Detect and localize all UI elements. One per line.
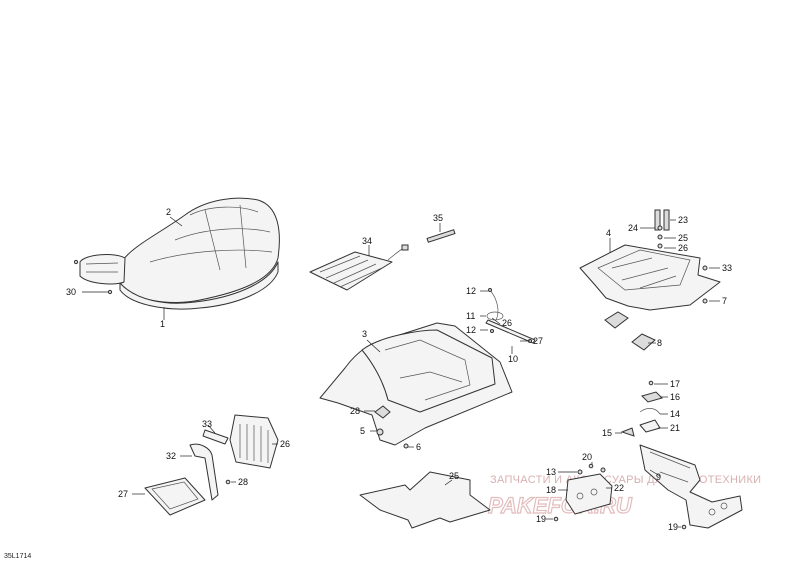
callout-21: 22 bbox=[614, 483, 624, 493]
callout-32: 28 bbox=[350, 406, 360, 416]
callout-15: 15 bbox=[602, 428, 612, 438]
callout-12-lower: 12 bbox=[466, 325, 476, 335]
callout-34: 33 bbox=[722, 263, 732, 273]
storage-tub bbox=[319, 322, 513, 449]
callout-23-upper: 26 bbox=[502, 318, 512, 328]
callout-29: 26 bbox=[280, 439, 290, 449]
callout-35: 32 bbox=[166, 451, 176, 461]
callout-25: 24 bbox=[628, 223, 638, 233]
callout-1: 1 bbox=[160, 319, 165, 329]
storage-accessories bbox=[132, 414, 279, 516]
callout-14: 14 bbox=[670, 409, 680, 419]
callout-18: 18 bbox=[546, 485, 556, 495]
callout-20: 20 bbox=[582, 452, 592, 462]
latch-rod-assembly bbox=[480, 288, 536, 354]
callout-8: 8 bbox=[657, 338, 662, 348]
seat-assembly bbox=[73, 197, 280, 320]
callout-19-left: 19 bbox=[536, 514, 546, 524]
callout-37: 34 bbox=[362, 236, 372, 246]
callout-17: 17 bbox=[670, 379, 680, 389]
callout-31: 28 bbox=[238, 477, 248, 487]
callout-7: 7 bbox=[722, 296, 727, 306]
callout-5: 5 bbox=[360, 426, 365, 436]
watermark-text: ЗАПЧАСТИ И АКСЕССУАРЫ ДЛЯ МОТОТЕХНИКИ bbox=[490, 474, 761, 486]
callout-13: 13 bbox=[546, 467, 556, 477]
diagram-reference-code: 35L1714 bbox=[4, 553, 32, 560]
floor-mat bbox=[359, 471, 491, 529]
callout-36: 33 bbox=[202, 419, 212, 429]
callout-16: 16 bbox=[670, 392, 680, 402]
callout-28: 25 bbox=[449, 471, 459, 481]
callout-11: 11 bbox=[466, 311, 475, 321]
callout-2: 2 bbox=[166, 207, 171, 217]
callout-26: 25 bbox=[678, 233, 688, 243]
latch-hardware bbox=[546, 380, 743, 530]
callout-23-lower: 27 bbox=[533, 336, 543, 346]
rear-rack-assembly bbox=[579, 209, 721, 351]
callout-6: 6 bbox=[416, 442, 421, 452]
callout-12-upper: 12 bbox=[466, 286, 476, 296]
callout-22: 21 bbox=[670, 423, 680, 433]
callout-38: 35 bbox=[433, 213, 443, 223]
callout-3: 3 bbox=[362, 329, 367, 339]
callout-27: 26 bbox=[678, 243, 688, 253]
callout-33: 30 bbox=[66, 287, 76, 297]
callout-10: 10 bbox=[508, 354, 518, 364]
callout-4: 4 bbox=[606, 228, 611, 238]
heater-pad-assembly bbox=[309, 223, 456, 291]
callout-19-right: 19 bbox=[668, 522, 678, 532]
callout-9: 9 bbox=[656, 472, 661, 482]
callout-30: 27 bbox=[118, 489, 128, 499]
callout-24: 23 bbox=[678, 215, 688, 225]
